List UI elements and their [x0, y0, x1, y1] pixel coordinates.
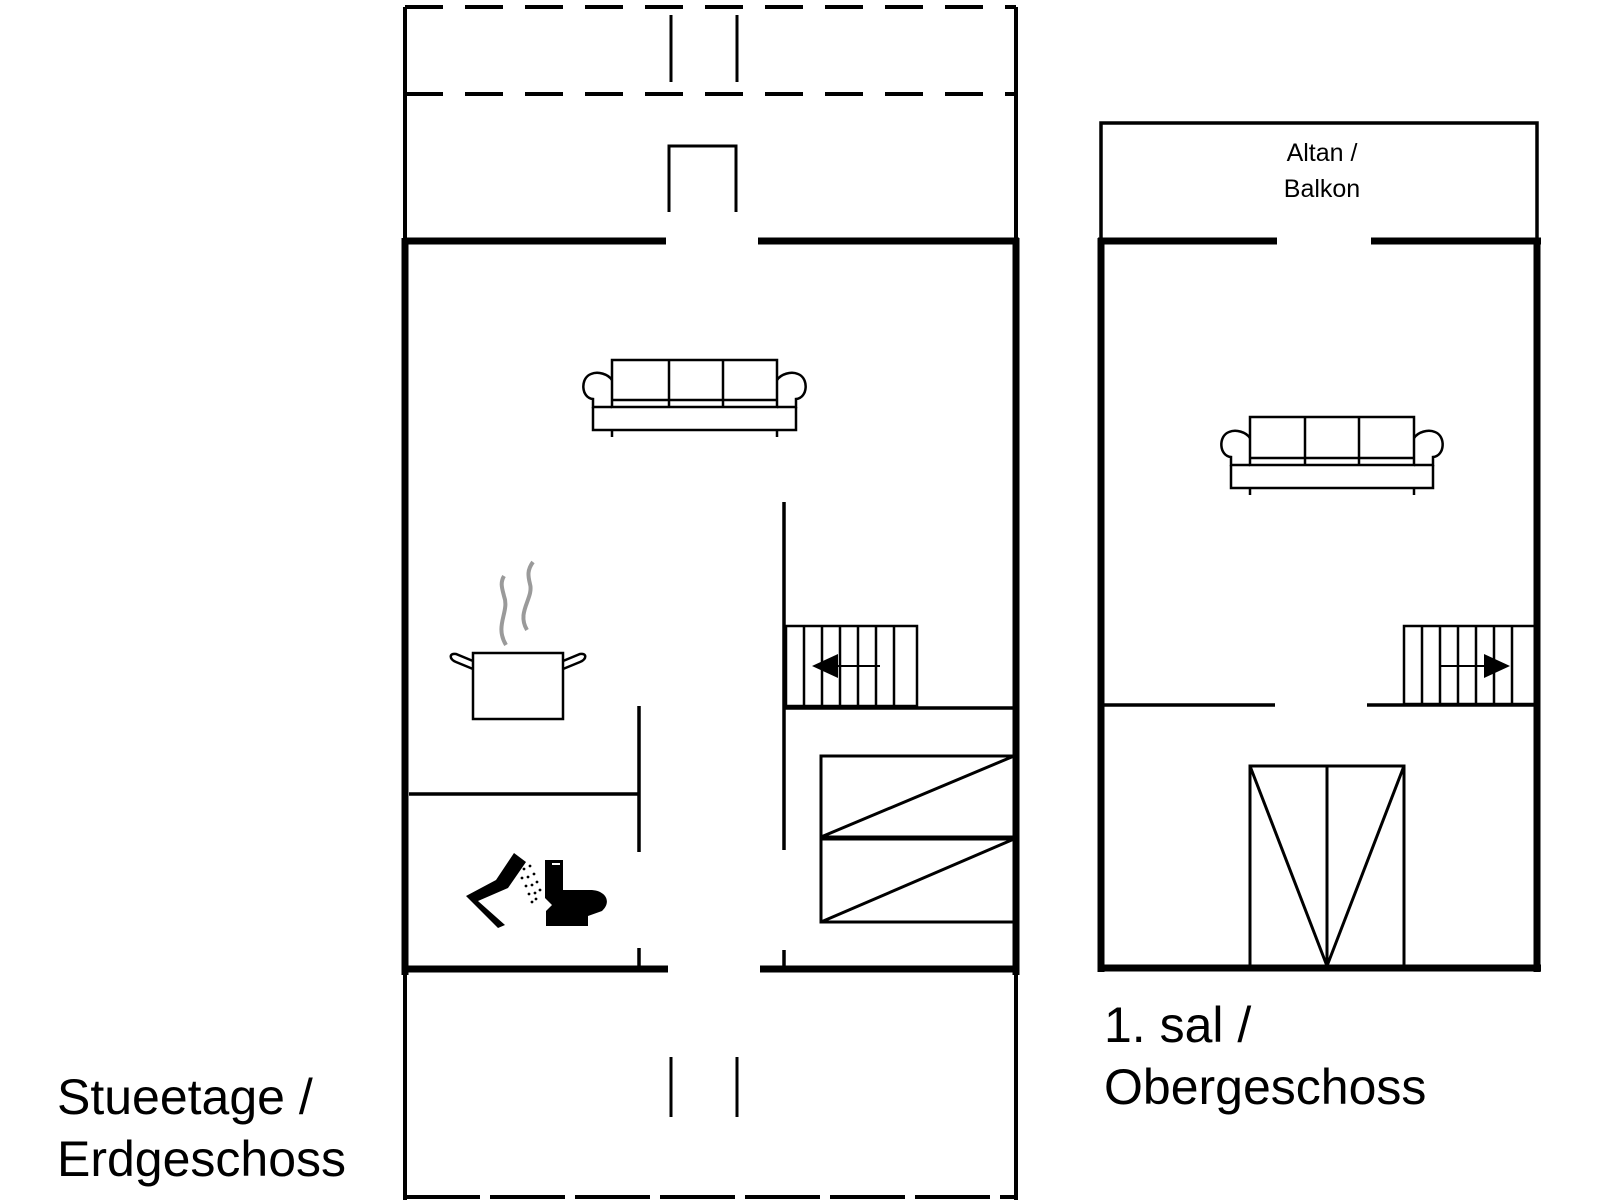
bed-icon — [819, 754, 1016, 924]
sofa-icon — [582, 358, 807, 437]
ground-floor-label-line1: Stueetage / — [57, 1069, 313, 1125]
ground-floor-label: Stueetage / Erdgeschoss — [57, 1066, 346, 1190]
ground-interior-walls — [409, 502, 1014, 966]
balcony-label-line2: Balkon — [1283, 175, 1361, 203]
ground-floor-label-line2: Erdgeschoss — [57, 1131, 347, 1187]
upper-floor-label: 1. sal / Obergeschoss — [1104, 994, 1426, 1118]
ground-floor-plan — [401, 5, 1020, 1200]
staircase-icon — [784, 624, 919, 708]
shower-icon — [466, 853, 542, 928]
staircase-icon — [1402, 624, 1537, 706]
wardrobe-icon — [1248, 764, 1406, 968]
upper-floor-plan — [1097, 121, 1541, 972]
upper-floor-label-line2: Obergeschoss — [1104, 1059, 1427, 1115]
cooking-pot-icon — [449, 560, 587, 721]
balcony — [1099, 121, 1539, 240]
ground-exterior-walls — [401, 237, 1020, 975]
terrace-top — [403, 5, 1018, 240]
sofa-icon — [1220, 415, 1444, 495]
upper-exterior-walls — [1097, 237, 1541, 972]
balcony-label-line1: Altan / — [1286, 139, 1358, 167]
balcony-label: Altan / Balkon — [1262, 135, 1382, 207]
upper-floor-label-line1: 1. sal / — [1104, 997, 1252, 1053]
terrace-bottom — [403, 972, 1018, 1200]
toilet-icon — [545, 860, 607, 926]
